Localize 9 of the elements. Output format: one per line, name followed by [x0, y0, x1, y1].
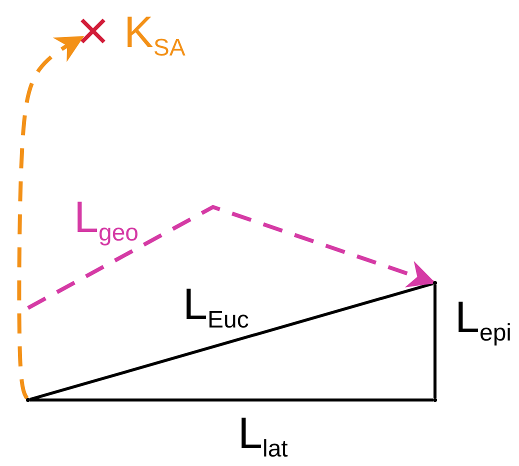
- arrow: [27, 204, 436, 310]
- line: [30, 398, 433, 402]
- vertex-point: [433, 398, 437, 402]
- vertex-point: [433, 281, 437, 285]
- line: [30, 282, 434, 401]
- cross-mark-icon: [80, 18, 106, 44]
- line: [434, 285, 436, 398]
- arrow: [17, 36, 84, 400]
- vertex-point: [26, 398, 30, 402]
